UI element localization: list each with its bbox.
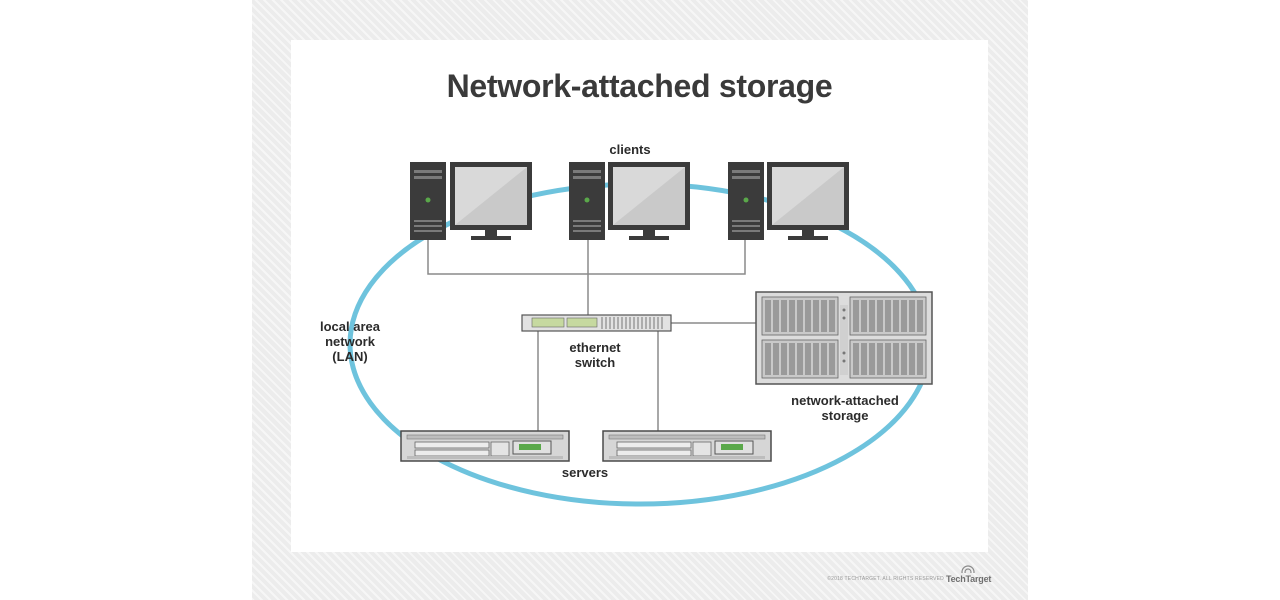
diagram-title: Network-attached storage [446,68,833,104]
ethernet-switch-icon [521,314,672,332]
server-2-icon [602,430,772,462]
techtarget-logo-text: TechTarget [946,574,992,584]
tower-pc-icon [410,162,446,240]
nas-label: network-attached storage [791,393,899,423]
monitor-icon [767,162,849,240]
monitor-icon [608,162,690,240]
switch-label: ethernet switch [569,340,621,370]
monitor-icon [450,162,532,240]
nas-device-icon [755,291,933,385]
lan-label: local area network (LAN) [320,319,380,364]
server-1-icon [400,430,570,462]
network-cables [427,240,760,431]
techtarget-logo-icon [961,565,975,573]
copyright-notice: ©2018 TECHTARGET. ALL RIGHTS RESERVED [827,576,944,582]
client-1 [410,162,532,240]
servers-label: servers [561,465,609,480]
client-2 [569,162,690,240]
clients-label: clients [609,142,651,157]
tower-pc-icon [569,162,605,240]
tower-pc-icon [728,162,764,240]
client-3 [728,162,849,240]
